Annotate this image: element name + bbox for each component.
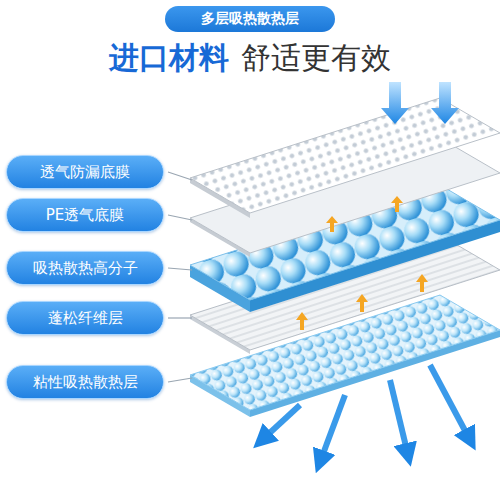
heading-pill: 多层吸热散热层 [165,6,335,32]
orange-arrow [391,196,403,212]
layer-label-pill: 透气防漏底膜 [6,155,164,189]
perforated-film [190,98,500,213]
orange-arrow [416,274,428,292]
leader-line [168,268,192,270]
pill-text: 多层吸热散热层 [201,10,299,28]
heat-arrow [430,365,470,440]
orange-arrow [296,312,308,330]
headline: 进口材料舒适更有效 [0,38,500,79]
leader-line [168,172,192,180]
orange-arrow [356,294,368,312]
heat-arrow [320,395,345,462]
down-arrow [381,82,409,124]
leader-line [168,215,192,220]
layer-label-pill: 蓬松纤维层 [6,301,164,335]
orange-arrow [326,216,338,232]
pill-text: 吸热散热高分子 [33,259,138,278]
heat-up-arrows [326,196,403,232]
leader-lines [168,172,192,382]
pill-text: 粘性吸热散热层 [33,373,138,392]
leader-line [168,317,192,318]
pill-text: PE透气底膜 [46,206,125,225]
leader-line [168,378,192,382]
pill-text: 蓬松纤维层 [48,309,123,328]
layer-label-pill: 粘性吸热散热层 [6,365,164,399]
heat-arrow [390,380,408,455]
pill-text: 透气防漏底膜 [40,163,130,182]
layer-label-pill: 吸热散热高分子 [6,251,164,285]
headline-text: 进口材料 [109,38,229,79]
headline-text: 舒适更有效 [241,38,391,79]
down-arrow [431,82,459,124]
layer-label-pill: PE透气底膜 [6,198,164,232]
